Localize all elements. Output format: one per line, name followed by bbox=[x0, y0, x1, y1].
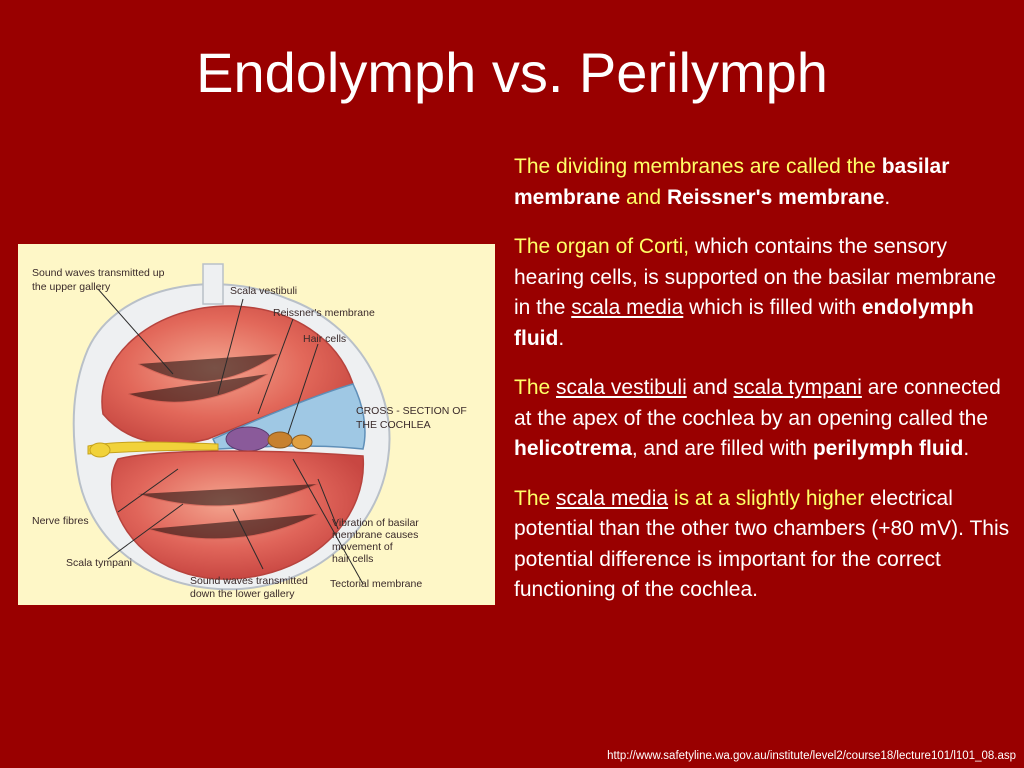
link-scala-media[interactable]: scala media bbox=[571, 296, 684, 319]
label-reissner: Reissner's membrane bbox=[273, 307, 375, 319]
label-vib-1: Vibration of basilar bbox=[332, 517, 419, 529]
label-vib-4: hair cells bbox=[332, 553, 373, 565]
label-cross-2: THE COCHLEA bbox=[356, 419, 431, 431]
label-sound-lower-2: down the lower gallery bbox=[190, 588, 295, 600]
paragraph-membranes: The dividing membranes are called the ba… bbox=[514, 155, 950, 209]
label-sound-lower-1: Sound waves transmitted bbox=[190, 575, 308, 587]
explanation-text: The dividing membranes are called the ba… bbox=[514, 152, 1010, 625]
label-sound-upper-2: the upper gallery bbox=[32, 281, 111, 293]
organ-of-corti bbox=[225, 426, 271, 452]
slide-title: Endolymph vs. Perilymph bbox=[196, 41, 828, 104]
label-nerve: Nerve fibres bbox=[32, 515, 89, 527]
cochlea-cross-section-figure: Sound waves transmitted up the upper gal… bbox=[18, 244, 495, 605]
paragraph-organ-of-corti: The organ of Corti, which contains the s… bbox=[514, 235, 997, 350]
paragraph-electrical-potential: The scala media is at a slightly higher … bbox=[514, 486, 1010, 602]
label-sound-upper-1: Sound waves transmitted up bbox=[32, 267, 165, 279]
link-scala-media-2[interactable]: scala media bbox=[556, 486, 669, 510]
upper-tube bbox=[202, 263, 224, 305]
label-hair-cells: Hair cells bbox=[303, 333, 346, 345]
link-scala-tympani[interactable]: scala tympani bbox=[733, 376, 862, 399]
label-vib-2: membrane causes bbox=[332, 529, 418, 541]
label-vib-3: movement of bbox=[332, 541, 393, 553]
label-scala-tympani: Scala tympani bbox=[66, 557, 132, 569]
scala-tympani-chamber bbox=[110, 450, 365, 580]
label-cross-1: CROSS - SECTION OF bbox=[356, 405, 467, 417]
paragraph-helicotrema: The scala vestibuli and scala tympani ar… bbox=[514, 376, 1001, 460]
nerve-fibres bbox=[87, 441, 219, 455]
link-scala-vestibuli[interactable]: scala vestibuli bbox=[556, 376, 687, 399]
label-scala-vestibuli: Scala vestibuli bbox=[230, 285, 297, 297]
label-tectorial: Tectorial membrane bbox=[330, 578, 422, 590]
source-url[interactable]: http://www.safetyline.wa.gov.au/institut… bbox=[607, 750, 1016, 762]
